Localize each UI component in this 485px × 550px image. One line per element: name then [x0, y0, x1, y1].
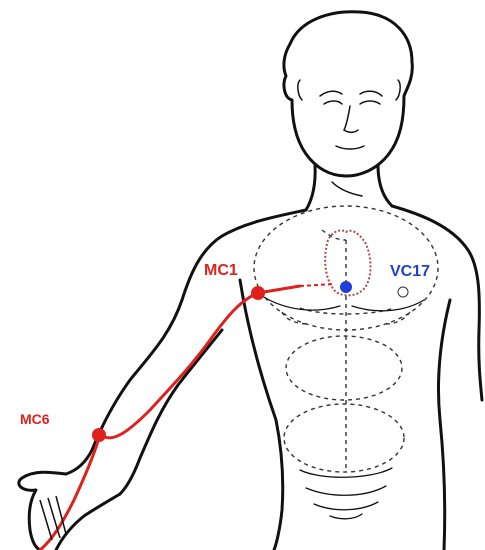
face-details [298, 80, 400, 196]
mc6-point [92, 428, 106, 442]
meridian-line-dashed [300, 284, 334, 286]
chest-abdomen-dashed [254, 206, 438, 472]
mc1-point [251, 286, 265, 300]
vc17-point [340, 281, 352, 293]
chest-muscles [262, 296, 424, 519]
mc1-label: MC1 [204, 262, 238, 279]
vc17-label: VC17 [390, 263, 430, 280]
vc17-marker-icon [398, 287, 408, 297]
mc6-label: MC6 [20, 411, 50, 427]
